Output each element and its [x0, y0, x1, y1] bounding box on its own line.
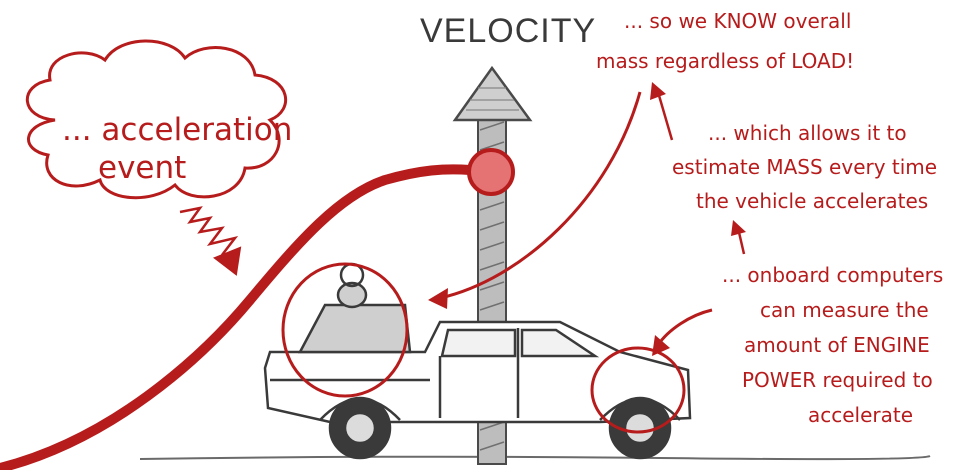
- cloud-text-line1: ... acceleration: [62, 112, 292, 148]
- weight-load: [300, 264, 410, 352]
- ground-line: [140, 456, 930, 459]
- acceleration-event-cloud: ... acceleration event: [27, 41, 292, 198]
- note-bottom-line2: can measure the: [760, 298, 929, 322]
- page-title: VELOCITY: [420, 12, 596, 50]
- note-middle-line1: ... which allows it to: [708, 121, 907, 145]
- note-middle-line3: the vehicle accelerates: [696, 189, 928, 213]
- arrow-to-engine: [652, 310, 712, 356]
- note-bottom-line5: accelerate: [808, 403, 913, 427]
- note-middle-line2: estimate MASS every time: [672, 155, 937, 179]
- note-middle: ... which allows it to estimate MASS eve…: [672, 121, 937, 213]
- note-top-line2: mass regardless of LOAD!: [596, 49, 854, 73]
- acceleration-event-dot: [469, 150, 513, 194]
- arrow-to-load: [428, 92, 640, 309]
- note-top: ... so we KNOW overall mass regardless o…: [596, 9, 854, 73]
- note-bottom-line3: amount of ENGINE: [744, 333, 930, 357]
- note-bottom-line4: POWER required to: [742, 368, 933, 392]
- note-bottom: ... onboard computers can measure the am…: [722, 263, 943, 427]
- cloud-text-line2: event: [98, 150, 186, 186]
- arrow-middle-to-top: [650, 82, 672, 140]
- arrow-bottom-to-middle: [731, 220, 746, 254]
- note-top-line1: ... so we KNOW overall: [624, 9, 851, 33]
- cloud-zigzag-arrow: [180, 208, 240, 274]
- note-bottom-line1: ... onboard computers: [722, 263, 943, 287]
